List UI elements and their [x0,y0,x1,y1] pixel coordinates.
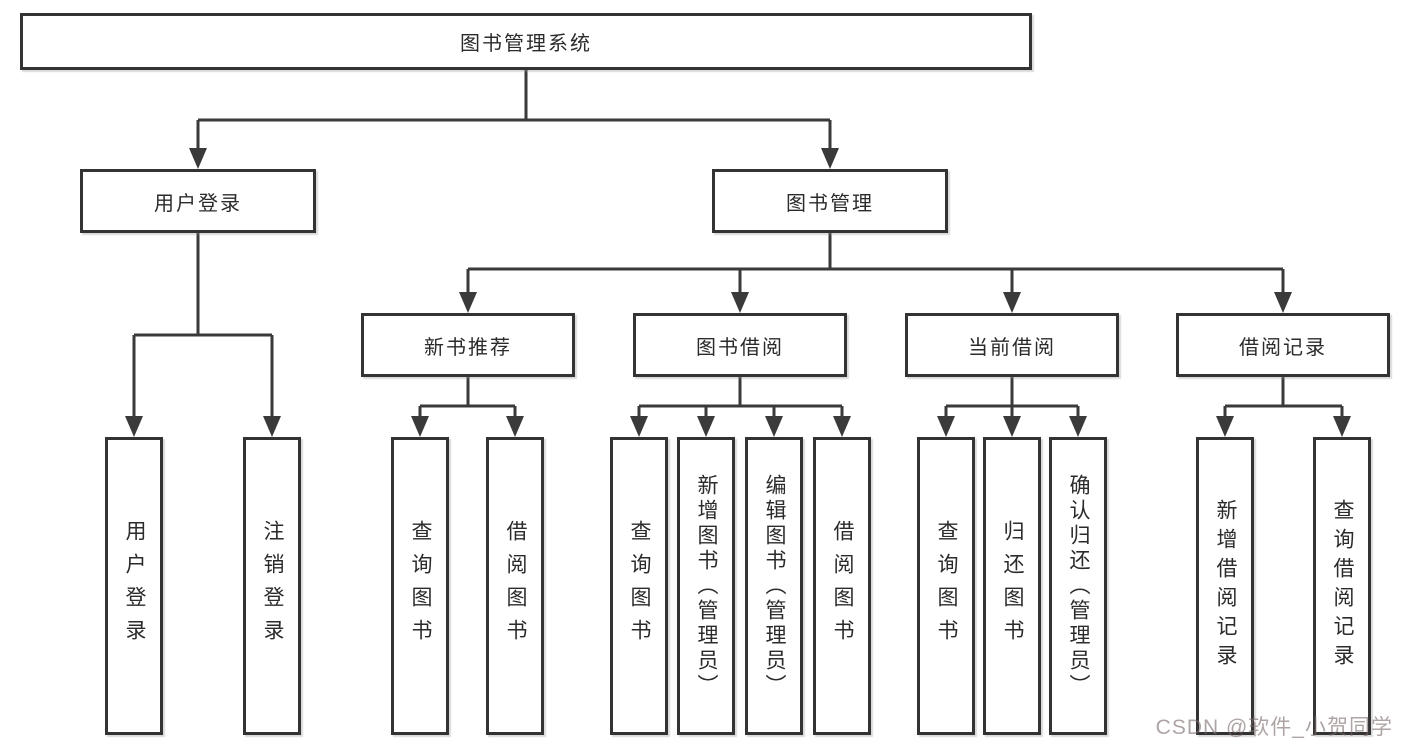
node-label: 查询图书 [935,520,958,652]
node-label: 编辑图书（管理员） [763,473,786,699]
node-user-login: 用户登录 [80,169,316,233]
node-root-library-system: 图书管理系统 [20,13,1032,70]
node-current-borrow: 当前借阅 [905,313,1119,377]
node-borrow-records: 借阅记录 [1176,313,1390,377]
node-label: 借阅图书 [504,520,527,652]
edge-borrow-record-to-leaves [1223,377,1344,417]
leaf-query-books-recommend: 查询图书 [391,437,449,735]
node-label: 新增借阅记录 [1214,499,1237,673]
node-label: 借阅记录 [1239,336,1327,359]
edge-current-borrow-to-leaves [944,377,1080,417]
node-book-borrow: 图书借阅 [633,313,847,377]
leaf-logout: 注销登录 [243,437,301,735]
node-label: 新增图书（管理员） [695,473,718,699]
leaf-borrow-books-recommend: 借阅图书 [486,437,544,735]
node-label: 借阅图书 [831,520,854,652]
edge-root-to-level2 [196,70,832,148]
node-label: 新书推荐 [424,336,512,359]
node-label: 用户登录 [154,192,242,215]
node-label: 当前借阅 [968,336,1056,359]
node-label: 查询借阅记录 [1331,499,1354,673]
leaf-query-books-current: 查询图书 [917,437,975,735]
leaf-add-books-admin: 新增图书（管理员） [677,437,735,735]
node-label: 用户登录 [123,520,146,652]
leaf-add-borrow-record: 新增借阅记录 [1196,437,1254,735]
arrowheads [125,148,1351,437]
leaf-confirm-return-admin: 确认归还（管理员） [1049,437,1107,735]
edge-book-borrow-to-leaves [637,377,844,417]
edge-book-mgmt-to-level3 [466,233,1285,293]
edge-user-login-to-leaves [132,233,274,417]
leaf-query-borrow-record: 查询借阅记录 [1313,437,1371,735]
node-label: 注销登录 [261,520,284,652]
node-label: 图书管理 [786,192,874,215]
node-label: 查询图书 [409,520,432,652]
node-label: 归还图书 [1001,520,1024,652]
node-book-management: 图书管理 [712,169,948,233]
leaf-return-books: 归还图书 [983,437,1041,735]
node-label: 图书管理系统 [460,33,592,55]
node-label: 查询图书 [628,520,651,652]
edge-new-book-to-leaves [418,377,517,417]
leaf-user-login: 用户登录 [105,437,163,735]
leaf-borrow-books: 借阅图书 [813,437,871,735]
node-label: 确认归还（管理员） [1067,473,1090,699]
node-label: 图书借阅 [696,336,784,359]
node-new-book-recommend: 新书推荐 [361,313,575,377]
leaf-edit-books-admin: 编辑图书（管理员） [745,437,803,735]
leaf-query-books-borrow: 查询图书 [610,437,668,735]
